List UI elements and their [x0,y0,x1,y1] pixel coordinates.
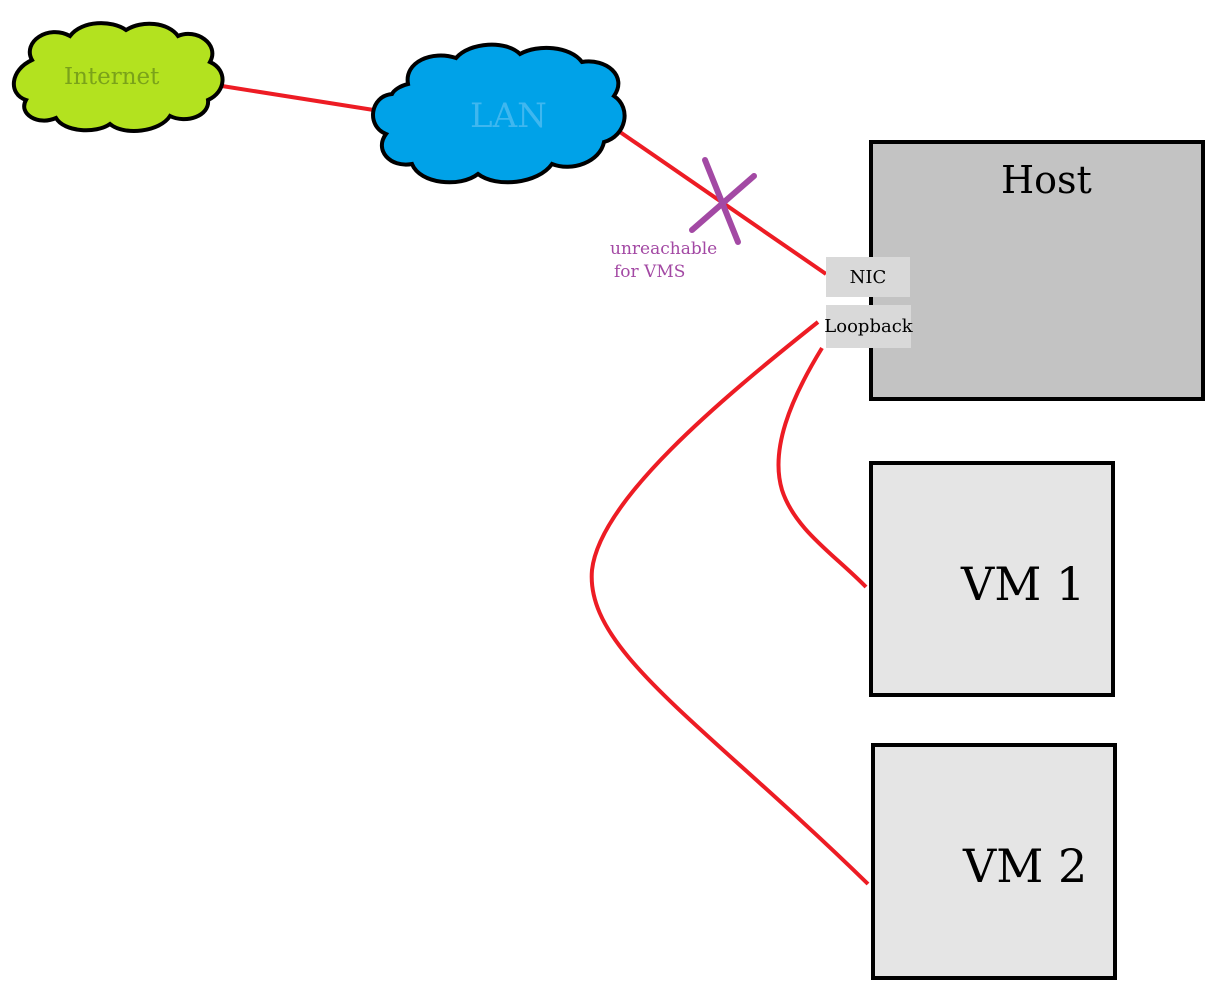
unreachable-annotation: unreachable for VMS [610,238,717,284]
unreachable-cross-stroke-2 [689,173,757,233]
nic-port: NIC [826,257,910,297]
host-label: Host [1001,158,1092,202]
annotation-line-1: unreachable [610,239,718,259]
internet-cloud [11,21,225,133]
lan-label: LAN [470,96,547,136]
link-internet-lan [221,84,381,113]
vm1-box: VM 1 [869,461,1115,697]
vm2-label: VM 2 [963,839,1088,893]
vm2-box: VM 2 [871,743,1117,980]
host-box: Host [869,140,1205,401]
internet-label: Internet [64,64,160,90]
link-loopback-vm2 [589,320,870,886]
loopback-port: Loopback [824,305,913,348]
lan-cloud [371,42,627,185]
annotation-line-2: for VMS [614,262,686,282]
vm1-label: VM 1 [961,557,1086,611]
link-loopback-vm1 [776,346,868,589]
